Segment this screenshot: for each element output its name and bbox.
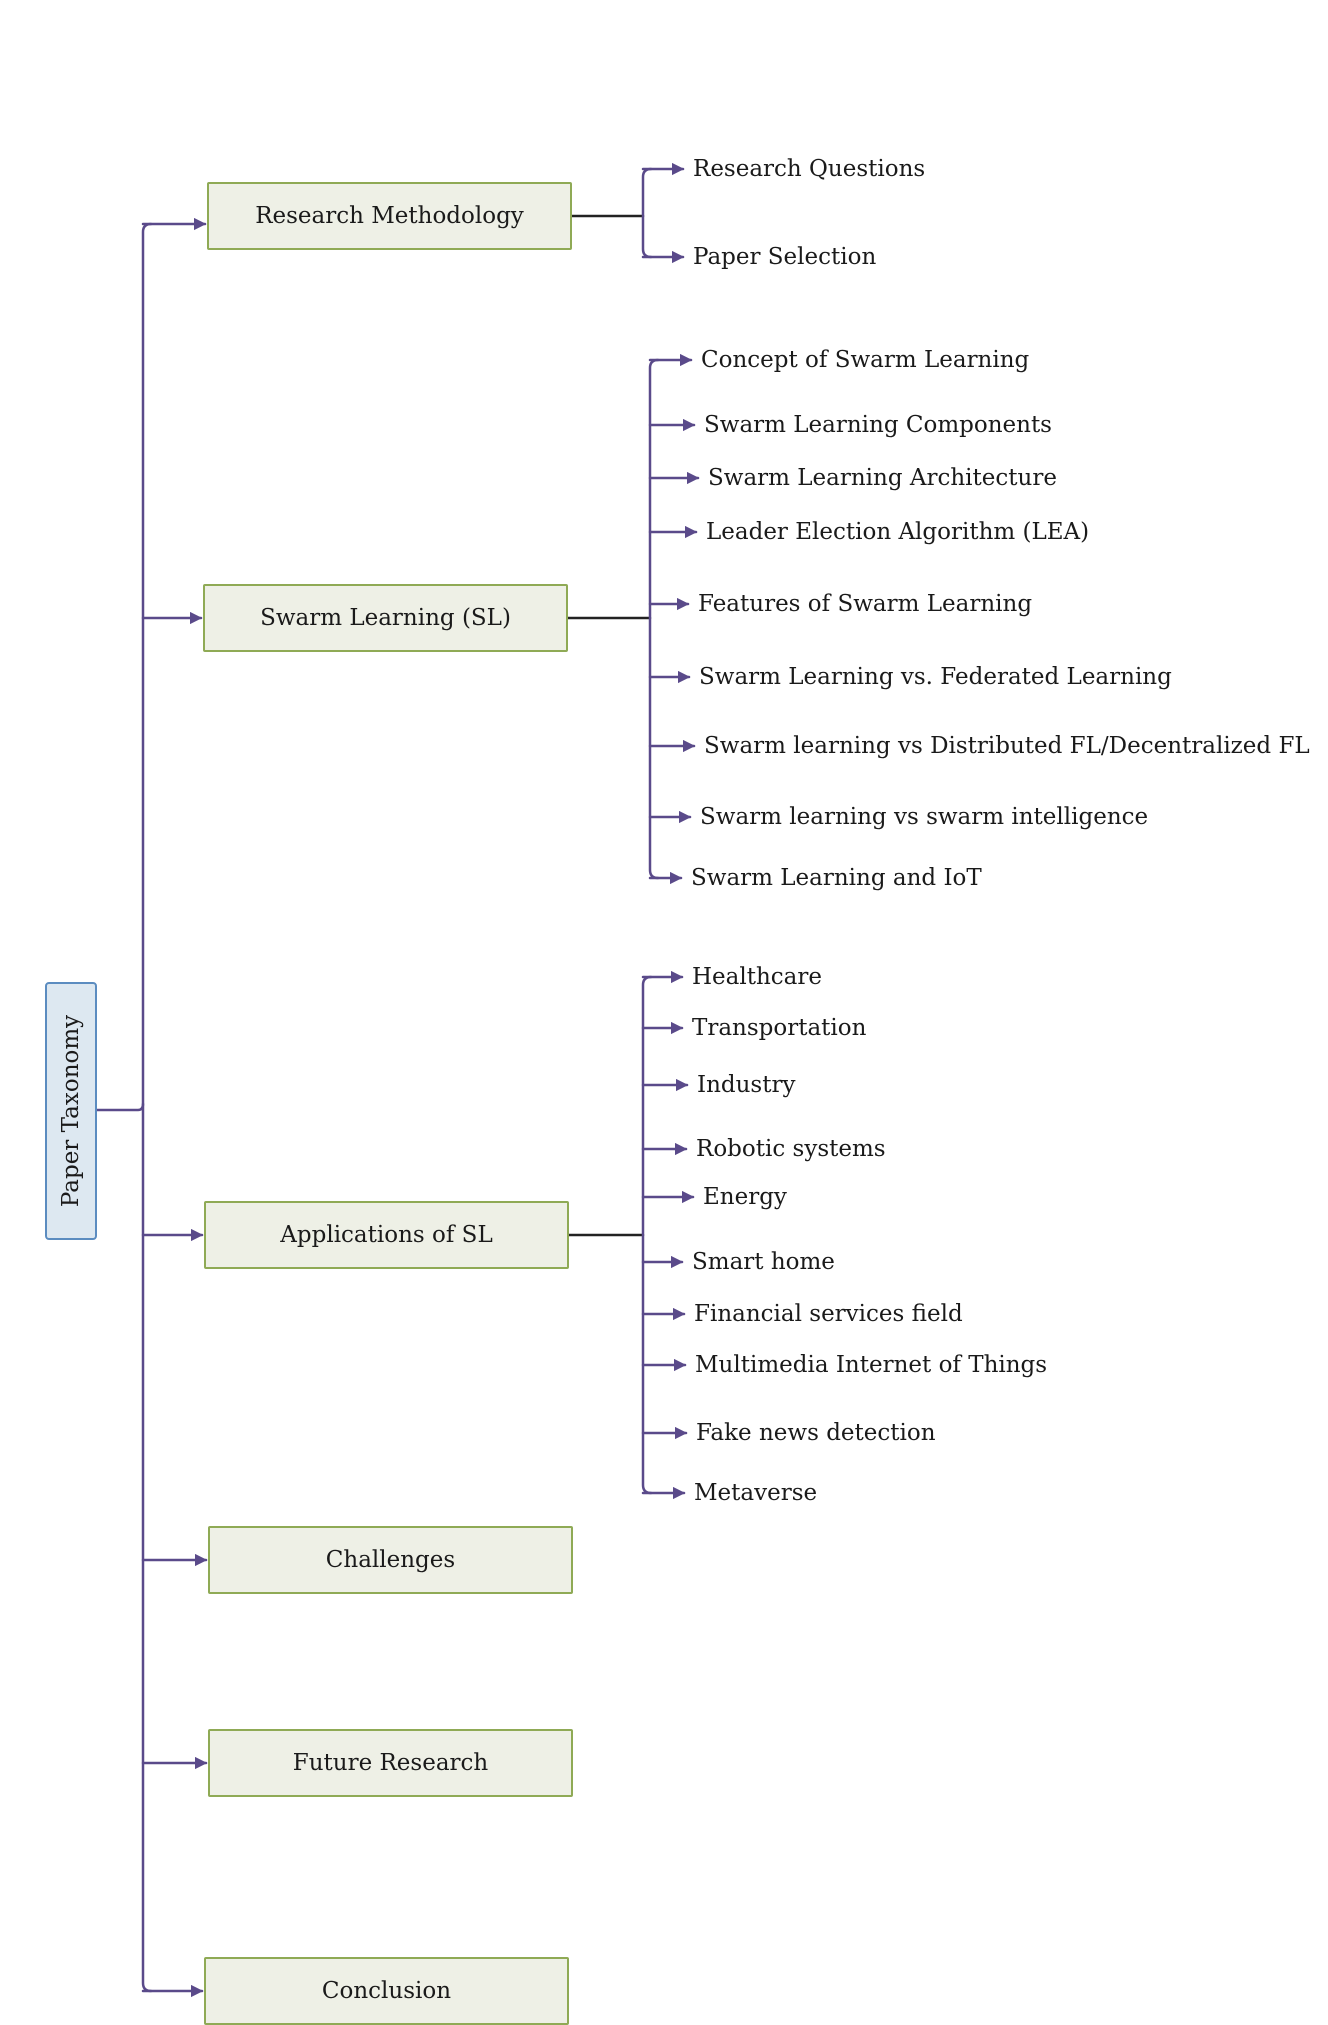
leaf-paper-selection: Paper Selection xyxy=(693,244,877,270)
leaf-swarm-vs-distributed: Swarm learning vs Distributed FL/Decentr… xyxy=(704,733,1310,759)
leaf-fake-news-detection: Fake news detection xyxy=(696,1420,936,1446)
leaf-robotic-systems: Robotic systems xyxy=(696,1136,886,1162)
root-node: Paper Taxonomy xyxy=(45,982,97,1240)
bracket-spine-0 xyxy=(641,167,653,259)
leaf-swarm-learning-and-iot: Swarm Learning and IoT xyxy=(691,865,982,891)
leaf-industry: Industry xyxy=(697,1072,796,1098)
leaf-healthcare: Healthcare xyxy=(692,964,822,990)
bracket-spine-2 xyxy=(641,975,653,1495)
leaf-swarm-vs-federated: Swarm Learning vs. Federated Learning xyxy=(699,664,1172,690)
leaf-swarm-learning-architecture: Swarm Learning Architecture xyxy=(708,465,1057,491)
leaf-financial-services: Financial services field xyxy=(694,1301,963,1327)
leaf-smart-home: Smart home xyxy=(692,1249,835,1275)
leaf-swarm-vs-swarm-intelligence: Swarm learning vs swarm intelligence xyxy=(700,804,1149,830)
leaf-swarm-learning-components: Swarm Learning Components xyxy=(704,412,1052,438)
section-box-research-methodology: Research Methodology xyxy=(207,182,572,250)
leaf-energy: Energy xyxy=(703,1184,787,1210)
section-box-swarm-learning: Swarm Learning (SL) xyxy=(203,584,568,652)
root-connector xyxy=(95,1102,145,1112)
main-trunk-line xyxy=(141,222,153,1993)
leaf-concept-of-swarm-learning: Concept of Swarm Learning xyxy=(701,347,1030,373)
leaf-leader-election-algorithm: Leader Election Algorithm (LEA) xyxy=(706,519,1090,545)
leaf-research-questions: Research Questions xyxy=(693,156,926,182)
section-box-conclusion: Conclusion xyxy=(204,1957,569,2025)
leaf-transportation: Transportation xyxy=(692,1015,867,1041)
section-box-challenges: Challenges xyxy=(208,1526,573,1594)
section-box-applications: Applications of SL xyxy=(204,1201,569,1269)
section-box-future-research: Future Research xyxy=(208,1729,573,1797)
bracket-spine-1 xyxy=(648,358,660,880)
root-label: Paper Taxonomy xyxy=(58,1014,84,1208)
leaf-metaverse: Metaverse xyxy=(694,1480,818,1506)
leaf-multimedia-iot: Multimedia Internet of Things xyxy=(695,1352,1048,1378)
leaf-features-of-swarm-learning: Features of Swarm Learning xyxy=(698,591,1033,617)
